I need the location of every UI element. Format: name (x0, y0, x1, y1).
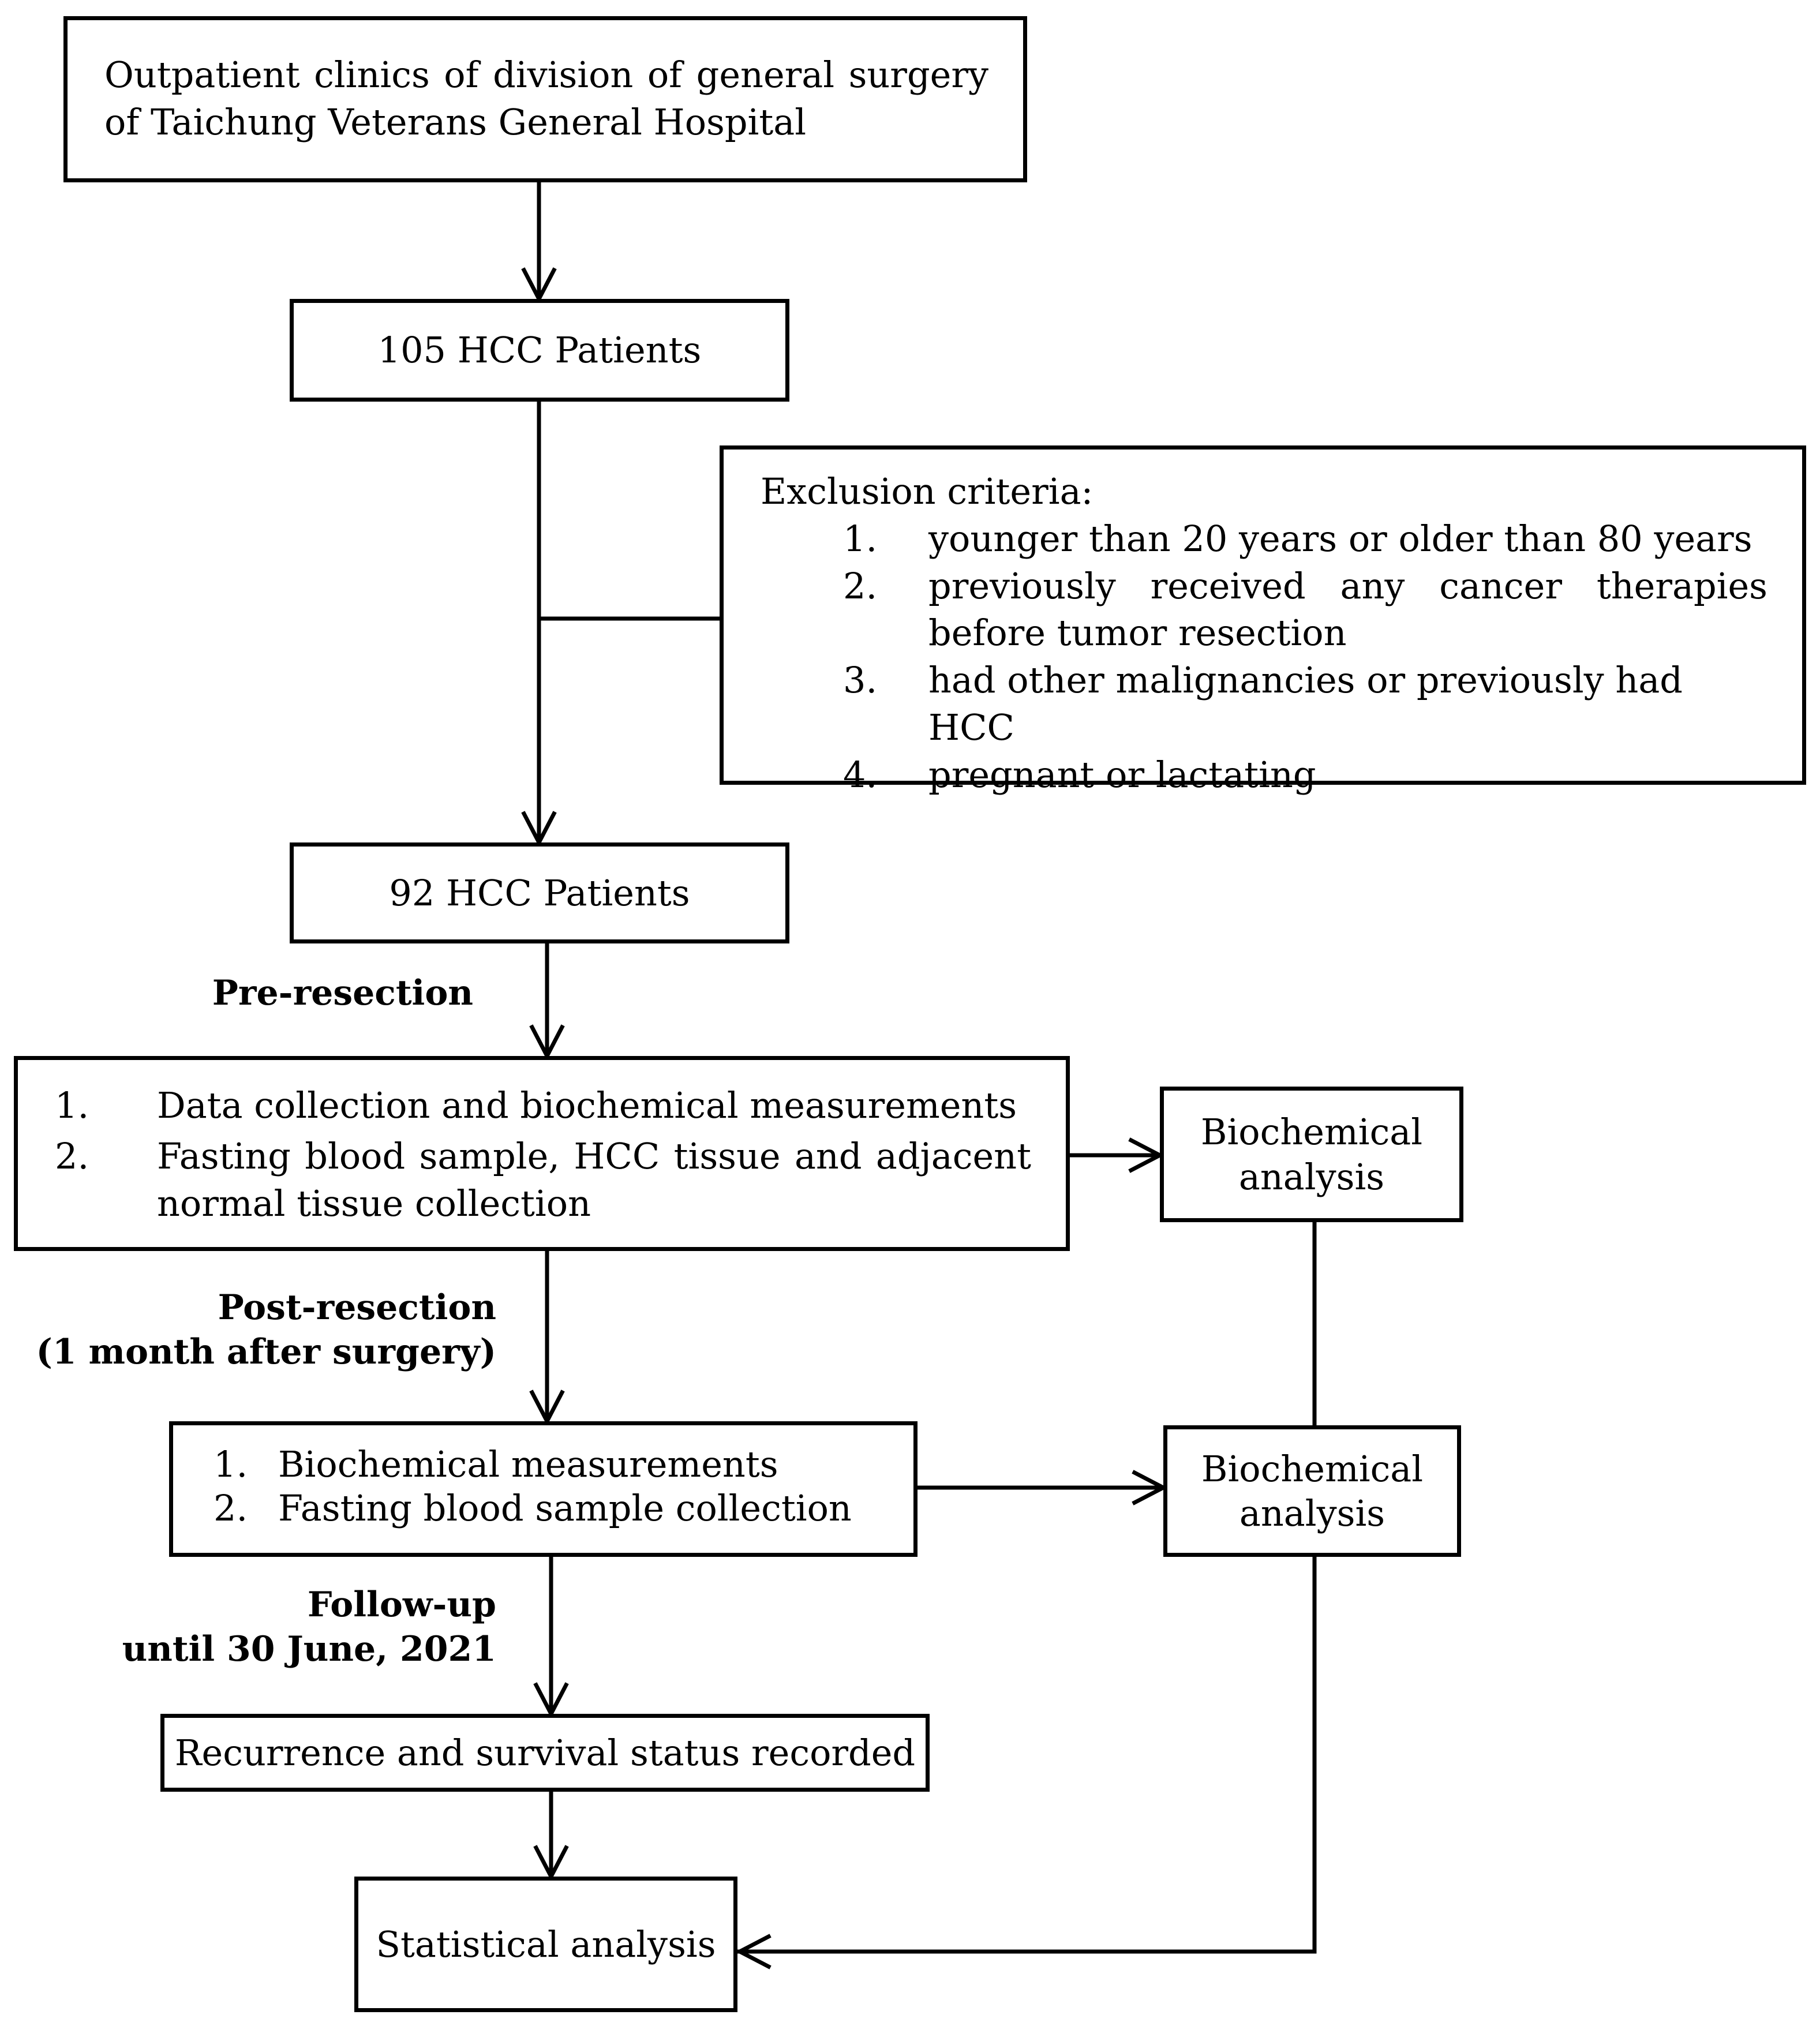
follow-up-line2: until 30 June, 2021 (122, 1628, 496, 1669)
step-item-number: 1. (214, 1443, 248, 1485)
recurrence-survival-text: Recurrence and survival status recorded (174, 1731, 916, 1774)
biochemical-analysis-text-2: Biochemical analysis (1201, 1447, 1424, 1535)
exclusion-item: 3. had other malignancies or previously … (843, 657, 1767, 751)
pre-resection-text: Pre-resection (212, 973, 473, 1013)
outpatient-clinics-box: Outpatient clinics of division of genera… (63, 16, 1027, 182)
pre-resection-steps-box: 1. Data collection and biochemical measu… (14, 1056, 1070, 1251)
step-item-text: Fasting blood sample, HCC tissue and adj… (157, 1134, 1031, 1224)
exclusion-item-number: 3. (843, 659, 878, 702)
step-item: 1. Biochemical measurements (214, 1443, 890, 1486)
line-biochem2-to-statistical (736, 1555, 1317, 1954)
exclusion-item: 4. pregnant or lactating (843, 751, 1767, 799)
follow-up-line1: Follow-up (307, 1585, 496, 1625)
exclusion-item-number: 4. (843, 753, 878, 796)
statistical-analysis-text: Statistical analysis (376, 1923, 716, 1965)
step-item: 2. Fasting blood sample, HCC tissue and … (55, 1133, 1031, 1227)
exclusion-item-text: pregnant or lactating (928, 753, 1316, 796)
exclusion-criteria-list: 1. younger than 20 years or older than 8… (843, 515, 1767, 799)
step-item: 1. Data collection and biochemical measu… (55, 1082, 1031, 1129)
exclusion-item-number: 2. (843, 564, 878, 607)
patients-92-box: 92 HCC Patients (290, 842, 789, 943)
exclusion-item-text: younger than 20 years or older than 80 y… (928, 517, 1752, 560)
step-item-number: 2. (55, 1134, 89, 1177)
recurrence-survival-box: Recurrence and survival status recorded (160, 1714, 930, 1792)
exclusion-item-number: 1. (843, 517, 878, 560)
post-resection-line1: Post-resection (218, 1287, 496, 1328)
patients-105-text: 105 HCC Patients (377, 329, 702, 372)
pre-resection-steps-list: 1. Data collection and biochemical measu… (55, 1082, 1031, 1227)
post-resection-line2: (1 month after surgery) (36, 1331, 496, 1372)
step-item-number: 2. (214, 1486, 248, 1529)
biochemical-analysis-box-1: Biochemical analysis (1160, 1087, 1463, 1222)
outpatient-clinics-text: Outpatient clinics of division of genera… (104, 54, 988, 143)
post-resection-steps-box: 1. Biochemical measurements 2. Fasting b… (169, 1421, 918, 1557)
biochemical-analysis-box-2: Biochemical analysis (1163, 1425, 1461, 1557)
step-item-text: Biochemical measurements (278, 1443, 778, 1485)
statistical-analysis-box: Statistical analysis (354, 1877, 737, 2012)
step-item-text: Fasting blood sample collection (278, 1486, 852, 1529)
post-resection-steps-list: 1. Biochemical measurements 2. Fasting b… (214, 1443, 890, 1530)
exclusion-item: 2. previously received any cancer therap… (843, 563, 1767, 657)
exclusion-item: 1. younger than 20 years or older than 8… (843, 515, 1767, 563)
exclusion-criteria-title: Exclusion criteria: (761, 470, 1094, 512)
pre-resection-label: Pre-resection (173, 971, 473, 1016)
biochemical-analysis-text-1: Biochemical analysis (1200, 1111, 1423, 1198)
step-item-text: Data collection and biochemical measurem… (157, 1084, 1017, 1126)
arrowhead-statistical-left (735, 1934, 772, 1969)
patients-105-box: 105 HCC Patients (290, 299, 789, 402)
patients-92-text: 92 HCC Patients (389, 871, 690, 914)
post-resection-label: Post-resection (1 month after surgery) (35, 1286, 496, 1375)
exclusion-criteria-box: Exclusion criteria: 1. younger than 20 y… (720, 445, 1806, 796)
exclusion-item-text: had other malignancies or previously had… (928, 659, 1683, 749)
follow-up-label: Follow-up until 30 June, 2021 (35, 1583, 496, 1672)
exclusion-item-text: previously received any cancer therapies… (928, 564, 1767, 654)
step-item: 2. Fasting blood sample collection (214, 1486, 890, 1530)
step-item-number: 1. (55, 1084, 89, 1126)
